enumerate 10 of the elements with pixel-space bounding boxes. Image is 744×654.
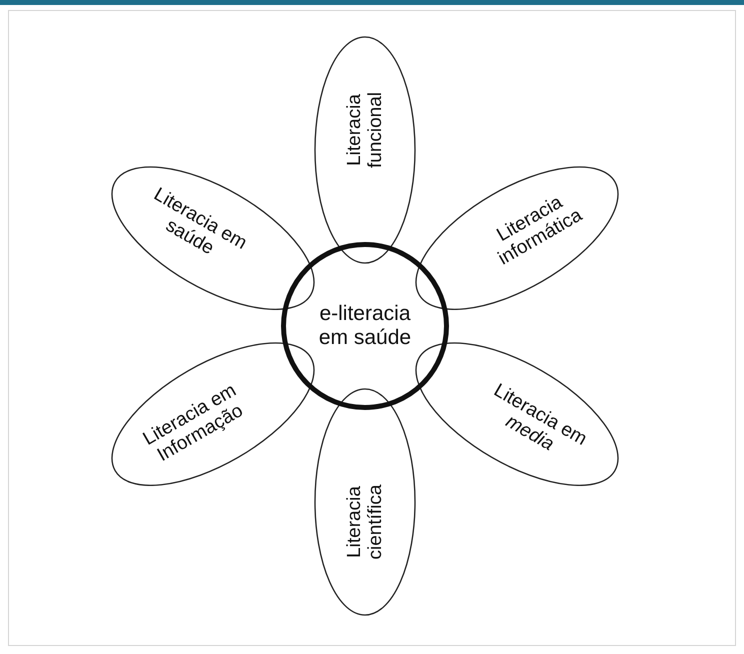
petal-ellipse: [415, 342, 620, 486]
petal-ellipse: [314, 388, 416, 616]
center-circle: [281, 242, 449, 410]
center-label: e-literacia em saúde: [318, 302, 412, 350]
petal-ellipse: [110, 166, 315, 310]
petal-label: Literacia funcional: [344, 90, 386, 170]
petal-label: Literacia científica: [344, 484, 386, 562]
petal-ellipse: [415, 166, 620, 310]
petal-ellipse: [110, 342, 315, 486]
petal-ellipse: [314, 36, 416, 264]
